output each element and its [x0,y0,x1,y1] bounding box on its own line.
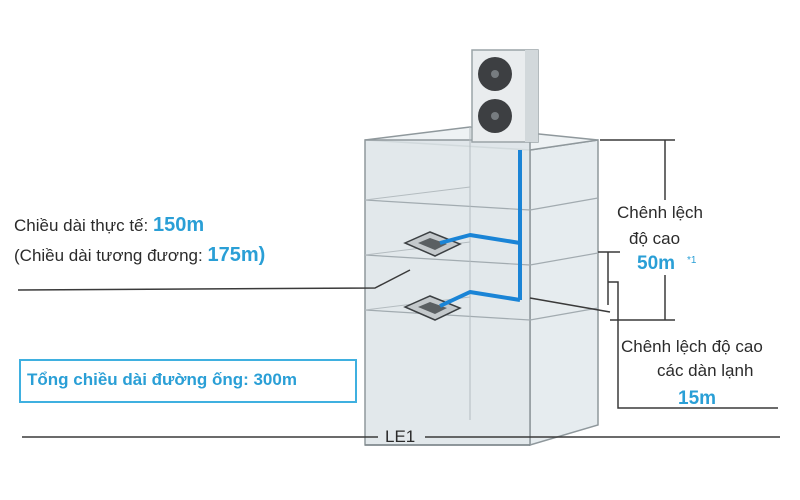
indoor-unit-upper-grille [418,238,447,250]
actual-length-label: Chiều dài thực tế: 150m [14,214,204,237]
floor-line [364,254,531,266]
total-length-text: Tổng chiều dài đường ống: 300m [27,370,297,389]
equivalent-length-text: (Chiều dài tương đương: [14,246,203,265]
building-right-face [529,139,599,447]
indoor-unit-lower-grille [418,302,447,314]
pipe-lower-branch [439,290,521,308]
indoor-diff-value: 15m [678,388,717,409]
fan-hub-icon [491,112,499,120]
building-front-face [364,139,531,446]
length-leader-dash [529,297,611,313]
total-length-box [19,359,357,403]
floor-line [364,199,531,211]
indoor-diff-label-line1: Chênh lệch độ cao [621,337,763,356]
height-diff-value: 50m [637,253,676,274]
actual-length-value: 150m [152,214,205,236]
indoor-diff-label-line2: các dàn lạnh [657,361,754,380]
building [364,126,599,447]
height-diff-label-line2: độ cao [629,229,681,248]
floor-line [529,197,599,211]
floor-line [364,186,471,201]
indoor-dim-leader [608,281,778,409]
outdoor-unit [471,49,539,143]
equivalent-length-value: 175m) [207,244,266,266]
equivalent-length-label: (Chiều dài tương đương: 175m) [14,244,265,267]
indoor-unit-lower [403,295,462,321]
floor-line [529,307,599,321]
length-leader [17,269,611,313]
floor-line [364,309,531,321]
outdoor-unit-side [525,50,538,142]
le1-label: LE1 [385,427,416,446]
actual-length-text: Chiều dài thực tế: [14,216,149,235]
refrigerant-pipe [439,150,522,308]
height-dimension [600,139,675,321]
indoor-dimension [598,251,778,409]
height-diff-footnote: *1 [687,255,697,266]
height-diff-label-line1: Chênh lệch [617,203,704,222]
length-leader-line [17,269,411,291]
floor-line [529,252,599,266]
pipe-upper-branch [439,233,521,245]
indoor-unit-upper [403,231,462,257]
fan-hub-icon [491,70,499,78]
